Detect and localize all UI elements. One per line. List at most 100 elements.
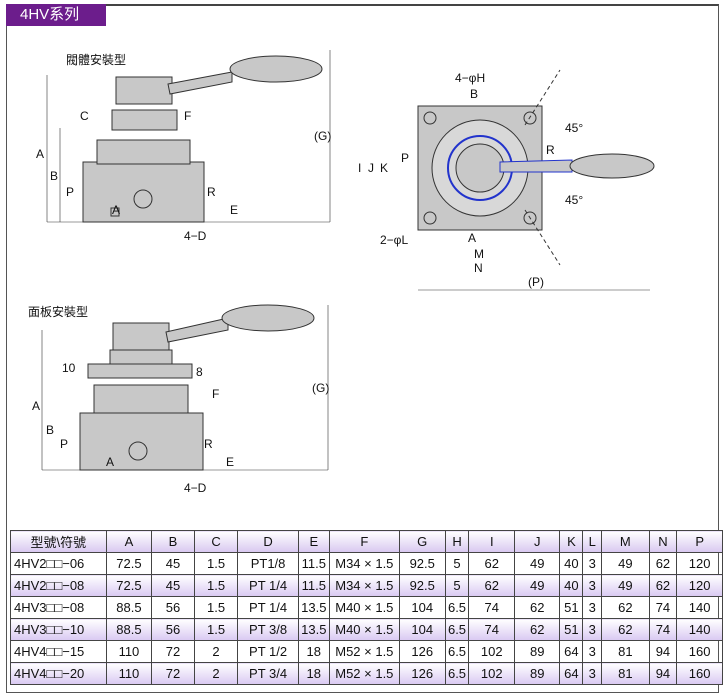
svg-text:P: P — [401, 151, 409, 165]
table-cell: 62 — [648, 574, 678, 597]
table-cell: 120 — [676, 574, 723, 597]
column-header: 型號\符號 — [10, 530, 107, 553]
table-cell: 6.5 — [444, 640, 470, 663]
table-cell: 88.5 — [105, 618, 153, 641]
column-header: K — [559, 530, 584, 553]
caption: 閥體安裝型 — [66, 52, 126, 67]
table-cell: 92.5 — [398, 574, 446, 597]
table-cell: 120 — [676, 552, 723, 575]
table-cell: 1.5 — [193, 552, 239, 575]
svg-text:F: F — [212, 387, 219, 401]
svg-text:B: B — [470, 87, 478, 101]
svg-text:A: A — [106, 455, 114, 469]
table-cell: 62 — [468, 574, 516, 597]
table-cell: 3 — [582, 618, 603, 641]
table-cell: 51 — [559, 596, 584, 619]
table-cell: 4HV4□□−15 — [10, 640, 107, 663]
svg-text:P: P — [60, 437, 68, 451]
table-cell: 49 — [601, 574, 650, 597]
table-cell: 3 — [582, 662, 603, 685]
table-cell: 94 — [648, 662, 678, 685]
table-cell: 89 — [514, 662, 561, 685]
svg-text:M: M — [474, 247, 484, 261]
column-header: M — [601, 530, 650, 553]
table-cell: 74 — [468, 596, 516, 619]
table-cell: 6.5 — [444, 618, 470, 641]
table-cell: 6.5 — [444, 596, 470, 619]
table-cell: 81 — [601, 662, 650, 685]
table-cell: 140 — [676, 618, 723, 641]
table-cell: 74 — [468, 618, 516, 641]
column-header: G — [398, 530, 446, 553]
table-cell: 56 — [151, 596, 195, 619]
svg-text:I: I — [358, 161, 361, 175]
table-cell: 45 — [151, 552, 195, 575]
frame — [6, 4, 719, 693]
table-cell: M34 × 1.5 — [328, 552, 400, 575]
column-header: E — [297, 530, 330, 553]
svg-text:10: 10 — [62, 361, 76, 375]
svg-text:(G): (G) — [314, 129, 331, 143]
table-cell: 110 — [105, 662, 153, 685]
table-cell: 89 — [514, 640, 561, 663]
table-cell: 3 — [582, 552, 603, 575]
column-header: L — [582, 530, 603, 553]
svg-text:A: A — [112, 203, 120, 217]
svg-text:A: A — [32, 399, 40, 413]
table-cell: 64 — [559, 662, 584, 685]
table-cell: 45 — [151, 574, 195, 597]
svg-text:(P): (P) — [528, 275, 544, 289]
svg-text:E: E — [230, 203, 238, 217]
table-cell: 72.5 — [105, 552, 153, 575]
table-cell: 62 — [468, 552, 516, 575]
table-cell: 5 — [444, 552, 470, 575]
table-cell: 56 — [151, 618, 195, 641]
svg-text:N: N — [474, 261, 483, 275]
table-cell: 1.5 — [193, 618, 239, 641]
table-cell: 64 — [559, 640, 584, 663]
table-cell: 49 — [601, 552, 650, 575]
table-cell: 140 — [676, 596, 723, 619]
table-cell: 40 — [559, 574, 584, 597]
table-cell: 72.5 — [105, 574, 153, 597]
table-cell: M52 × 1.5 — [328, 640, 400, 663]
table-cell: 102 — [468, 640, 516, 663]
table-cell: 160 — [676, 662, 723, 685]
table-cell: 92.5 — [398, 552, 446, 575]
svg-text:4−D: 4−D — [184, 481, 207, 495]
column-header: H — [444, 530, 470, 553]
svg-text:(G): (G) — [312, 381, 329, 395]
table-cell: 49 — [514, 574, 561, 597]
table-cell: 110 — [105, 640, 153, 663]
svg-text:C: C — [80, 109, 89, 123]
column-header: J — [514, 530, 561, 553]
table-cell: 102 — [468, 662, 516, 685]
series-title: 4HV系列 — [6, 4, 106, 26]
table-cell: 4HV3□□−08 — [10, 596, 107, 619]
table-cell: 62 — [601, 596, 650, 619]
column-header: A — [105, 530, 153, 553]
svg-text:8: 8 — [196, 365, 203, 379]
svg-text:R: R — [546, 143, 555, 157]
table-cell: PT 1/4 — [237, 596, 299, 619]
table-cell: 2 — [193, 640, 239, 663]
table-cell: 5 — [444, 574, 470, 597]
svg-text:R: R — [207, 185, 216, 199]
table-cell: M34 × 1.5 — [328, 574, 400, 597]
table-cell: 1.5 — [193, 574, 239, 597]
table-cell: 4HV3□□−10 — [10, 618, 107, 641]
svg-text:E: E — [226, 455, 234, 469]
table-cell: 94 — [648, 640, 678, 663]
svg-text:A: A — [36, 147, 44, 161]
svg-text:B: B — [46, 423, 54, 437]
svg-text:45°: 45° — [565, 121, 583, 135]
table-cell: PT1/8 — [237, 552, 299, 575]
column-header: C — [193, 530, 239, 553]
table-cell: PT 3/4 — [237, 662, 299, 685]
